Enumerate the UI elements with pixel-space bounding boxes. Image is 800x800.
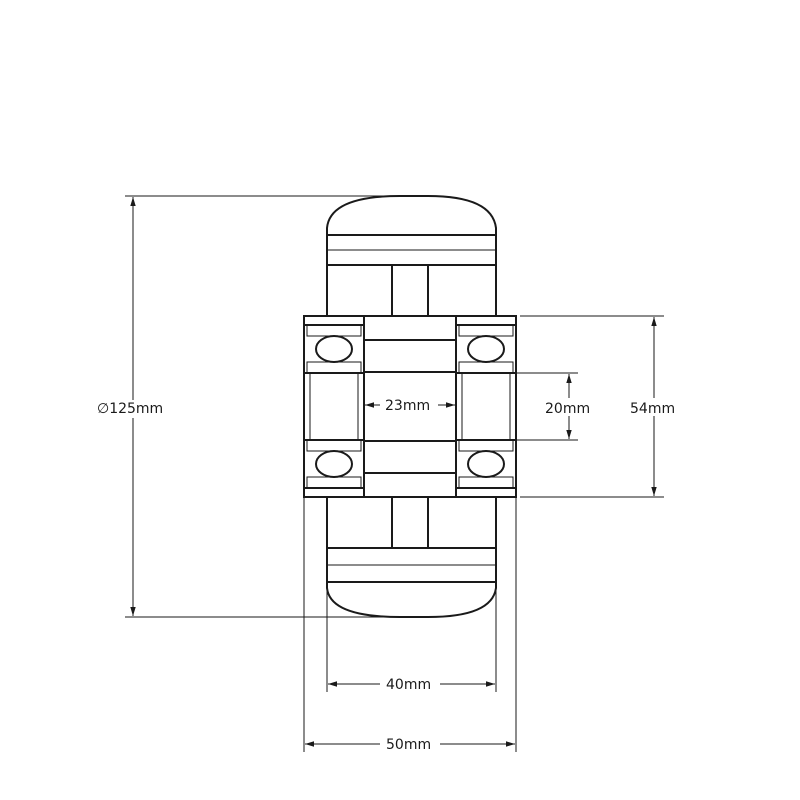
- rim-pockets: [326, 264, 497, 549]
- dim-outer-diameter: ∅125mm: [97, 195, 400, 618]
- ball-icon: [467, 450, 505, 478]
- bearing-right: [455, 324, 517, 489]
- dim-hub-length-label: 54mm: [630, 401, 675, 417]
- dim-tread-width: 40mm: [326, 590, 497, 693]
- tyre-top: [326, 195, 497, 236]
- ball-icon: [467, 335, 505, 363]
- dim-spacer: 23mm: [365, 398, 455, 414]
- dim-overall-width: 50mm: [303, 497, 517, 753]
- dim-overall-width-label: 50mm: [386, 737, 431, 753]
- rim-band-top: [326, 234, 497, 266]
- dim-hub-length: 54mm: [520, 315, 675, 498]
- ball-icon: [315, 450, 353, 478]
- tyre-bottom: [326, 581, 497, 618]
- dim-outer-diameter-label: ∅125mm: [97, 401, 163, 417]
- bearing-left: [303, 324, 365, 489]
- dim-bore: 20mm: [516, 372, 590, 441]
- dim-bore-label: 20mm: [545, 401, 590, 417]
- dim-tread-width-label: 40mm: [386, 677, 431, 693]
- ball-icon: [315, 335, 353, 363]
- dim-spacer-label: 23mm: [385, 398, 430, 414]
- rim-band-bottom: [326, 547, 497, 583]
